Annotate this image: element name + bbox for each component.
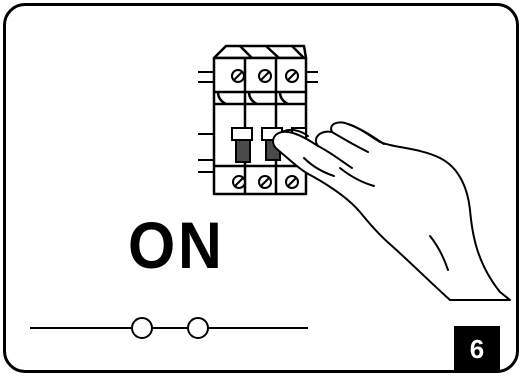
step-number: 6 bbox=[469, 333, 485, 364]
step-number-badge: 6 bbox=[454, 326, 500, 372]
progress-dot bbox=[131, 317, 153, 339]
circuit-breaker bbox=[212, 44, 308, 196]
switch-state-label: ON bbox=[128, 208, 225, 282]
hand-icon bbox=[272, 121, 511, 301]
din-rail-mount bbox=[198, 71, 318, 173]
progress-dot bbox=[187, 317, 209, 339]
top-terminal-screws bbox=[231, 69, 299, 83]
bottom-terminal-screws bbox=[232, 175, 299, 189]
step-progress-indicator bbox=[30, 317, 308, 339]
